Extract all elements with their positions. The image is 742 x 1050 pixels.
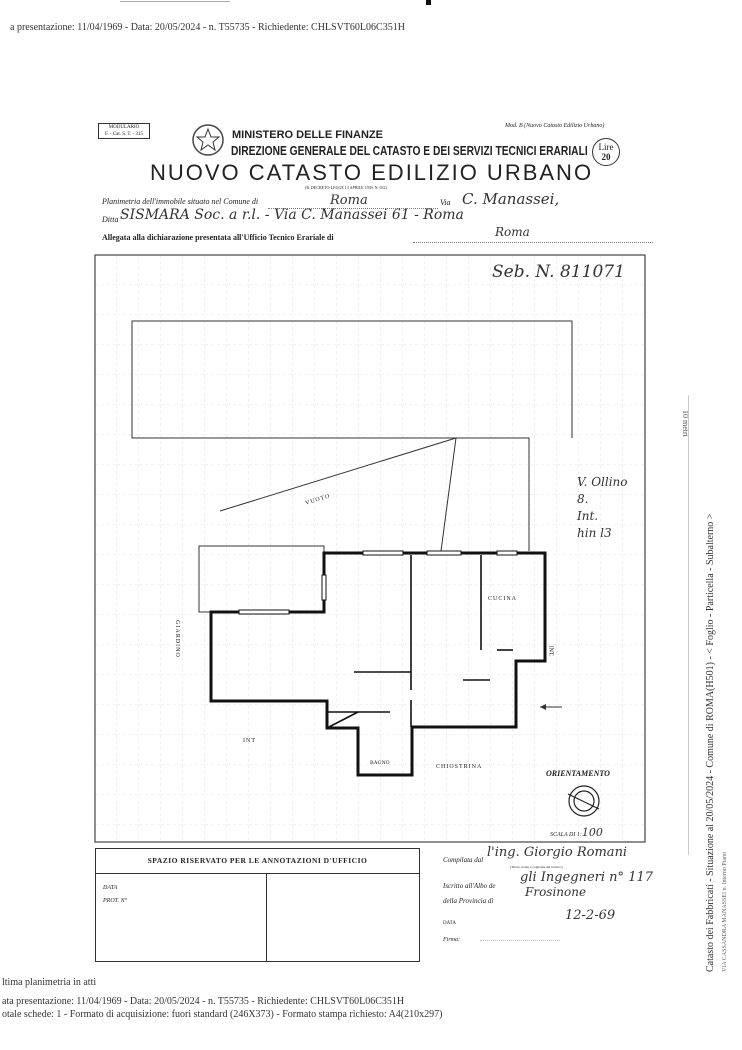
windows bbox=[238, 550, 518, 615]
comune-line bbox=[268, 208, 438, 209]
compilata-hint: (Titolo, nome e cognome del tecnico) bbox=[510, 865, 563, 869]
void-outline bbox=[219, 437, 457, 552]
decree: (R. DECRETO-LEGGE 13 APRILE 1939, N. 652… bbox=[305, 185, 387, 190]
scan-mark bbox=[426, 0, 431, 5]
apartment-walls bbox=[209, 551, 547, 777]
label-bagno: BAGNO bbox=[370, 760, 390, 766]
stamp-lire: Lire 20 bbox=[592, 138, 620, 166]
annotations-prot-label: PROT. N° bbox=[103, 898, 127, 904]
via-label: Via bbox=[440, 198, 451, 207]
scheda-number: Seb. N. 811071 bbox=[492, 262, 625, 282]
label-chiostrina: CHIOSTRINA bbox=[436, 764, 483, 770]
document-title: NUOVO CATASTO EDILIZIO URBANO bbox=[150, 160, 594, 185]
iscritto-label: Iscritto all'Albo de bbox=[443, 882, 496, 890]
model-label: Mod. B (Nuovo Catasto Edilizio Urbano) bbox=[505, 123, 605, 129]
side-text-line2: VIA CASSANDRA MANASSEI n. Interno Piano bbox=[722, 851, 728, 972]
label-int-right: INT. bbox=[547, 645, 554, 657]
orientation-label: ORIENTAMENTO bbox=[546, 769, 610, 778]
top-header: a presentazione: 11/04/1969 - Data: 20/0… bbox=[10, 22, 405, 33]
label-int-left: INT bbox=[243, 738, 256, 744]
ministry: MINISTERO DELLE FINANZE bbox=[232, 129, 383, 141]
annotations-divider bbox=[266, 874, 267, 961]
label-giardino: GIARDINO bbox=[173, 620, 180, 658]
entrance-arrowhead-icon bbox=[540, 704, 546, 710]
compilata-value: l'ing. Giorgio Romani bbox=[487, 845, 628, 860]
compilata-label: Compilata dal bbox=[443, 856, 484, 864]
building-outline bbox=[131, 320, 573, 551]
allegata-line bbox=[413, 242, 653, 243]
republic-emblem-icon bbox=[192, 124, 224, 156]
side-text-line1: Catasto dei Fabbricati - Situazione al 2… bbox=[705, 513, 716, 972]
data-value: 12-2-69 bbox=[565, 908, 616, 923]
footer-line3: otale schede: 1 - Formato di acquisizion… bbox=[2, 1009, 443, 1020]
plan-frame bbox=[94, 254, 646, 843]
data-label: DATA bbox=[443, 921, 456, 926]
iscritto-value: gli Ingegneri n° 117 bbox=[520, 870, 654, 885]
footer-line1: ltima planimetria in atti bbox=[2, 977, 97, 988]
annotations-data-label: DATA bbox=[103, 885, 118, 891]
side-rule bbox=[688, 395, 689, 855]
footer-line2: ata presentazione: 11/04/1969 - Data: 20… bbox=[2, 996, 405, 1007]
allegata-value: Roma bbox=[495, 225, 530, 239]
label-cucina: CUCINA bbox=[488, 596, 518, 602]
provincia-label: della Provincia di bbox=[443, 897, 494, 905]
interior-walls bbox=[326, 555, 513, 729]
firma-label: Firma: bbox=[443, 937, 460, 943]
annotations-box: SPAZIO RISERVATO PER LE ANNOTAZIONI D'UF… bbox=[95, 848, 420, 962]
allegata-label: Allegata alla dichiarazione presentata a… bbox=[102, 233, 334, 242]
ditta-value: SISMARA Soc. a r.l. - Via C. Manassei 61… bbox=[120, 207, 464, 223]
scan-edge bbox=[120, 1, 230, 2]
provincia-value: Frosinone bbox=[525, 885, 587, 899]
signature-faint bbox=[480, 940, 560, 941]
modulario-box: MODULARIO F. - Cat. S. T. - 315 bbox=[98, 123, 150, 139]
annotations-title: SPAZIO RISERVATO PER LE ANNOTAZIONI D'UF… bbox=[96, 849, 419, 874]
compass-icon bbox=[567, 785, 600, 817]
comune-label: Planimetria dell'immobile situato nel Co… bbox=[102, 197, 259, 206]
address-note: V. Ollino 8. Int. hin l3 bbox=[577, 475, 628, 540]
direction: DIREZIONE GENERALE DEL CATASTO E DEI SER… bbox=[231, 144, 588, 158]
comune-value: Roma bbox=[330, 193, 368, 208]
ditta-label: Ditta bbox=[102, 215, 119, 224]
via-value: C. Manassei, bbox=[462, 190, 560, 208]
scale-label: SCALA DI 1:100 bbox=[550, 826, 603, 839]
